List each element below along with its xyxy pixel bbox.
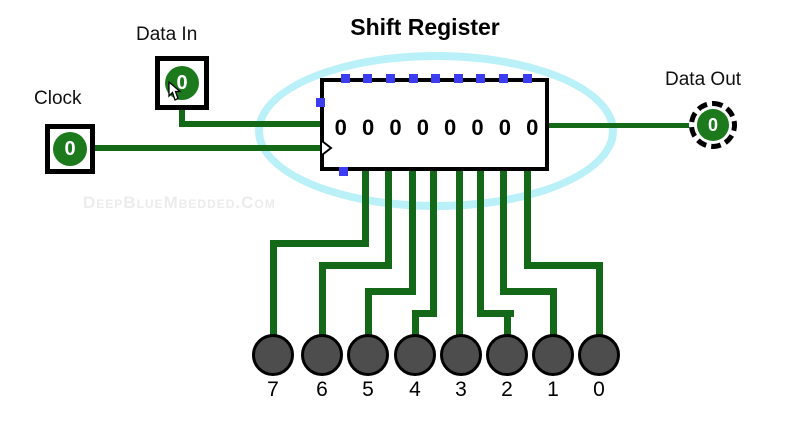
pin-marker bbox=[341, 74, 350, 83]
pin-marker bbox=[499, 74, 508, 83]
wire-bit1-v1 bbox=[500, 168, 507, 295]
pin-marker bbox=[339, 167, 348, 176]
wire-data-out bbox=[547, 123, 691, 128]
wire-bit4-v1 bbox=[430, 168, 437, 317]
wire-bit7-v1 bbox=[362, 168, 369, 247]
pin-marker bbox=[523, 74, 532, 83]
clock-label: Clock bbox=[34, 88, 82, 109]
wire-bit0-v2 bbox=[596, 262, 603, 338]
wire-bit4-h bbox=[412, 310, 437, 317]
wire-bit6-h bbox=[319, 262, 392, 269]
led-label-7: 7 bbox=[267, 378, 279, 401]
wire-bit6-v2 bbox=[319, 262, 326, 338]
led-label-0: 0 bbox=[593, 378, 605, 401]
wire-data-in-horizontal bbox=[179, 121, 324, 127]
wire-data-in-vertical bbox=[179, 105, 185, 127]
data-out-value: 0 bbox=[697, 109, 729, 141]
pin-marker bbox=[454, 74, 463, 83]
led-label-5: 5 bbox=[362, 378, 374, 401]
watermark: DeepBlueMbedded.Com bbox=[83, 193, 276, 212]
led-bit4 bbox=[394, 334, 436, 376]
wire-bit6-v1 bbox=[385, 168, 392, 269]
wire-bit2-h bbox=[477, 310, 514, 317]
wire-bit5-h bbox=[365, 288, 416, 295]
led-bit1 bbox=[532, 334, 574, 376]
led-label-1: 1 bbox=[547, 378, 559, 401]
led-label-3: 3 bbox=[455, 378, 467, 401]
led-bit5 bbox=[347, 334, 389, 376]
hand-cursor-icon bbox=[168, 81, 182, 101]
data-in-label: Data In bbox=[136, 24, 198, 45]
wire-bit7-h bbox=[270, 240, 369, 247]
data-in-toggle[interactable]: 0 bbox=[155, 56, 209, 110]
led-bit3 bbox=[440, 334, 482, 376]
register-bits: 0 0 0 0 0 0 0 0 bbox=[334, 115, 541, 140]
wire-bit5-v1 bbox=[409, 168, 416, 295]
led-bit6 bbox=[301, 334, 343, 376]
clock-value: 0 bbox=[53, 132, 87, 166]
led-bit0 bbox=[578, 334, 620, 376]
data-out-indicator: 0 bbox=[689, 101, 737, 149]
diagram-title: Shift Register bbox=[350, 14, 500, 40]
led-label-6: 6 bbox=[316, 378, 328, 401]
wire-bit5-v2 bbox=[365, 288, 372, 338]
led-label-4: 4 bbox=[409, 378, 421, 401]
pin-marker bbox=[316, 98, 325, 107]
wire-bit0-h bbox=[524, 262, 603, 269]
wire-clock bbox=[91, 145, 324, 151]
pin-marker bbox=[431, 74, 440, 83]
data-out-label: Data Out bbox=[665, 69, 742, 90]
wire-bit2-v2 bbox=[504, 310, 511, 338]
clock-triangle-icon bbox=[321, 140, 333, 156]
wire-bit4-v2 bbox=[412, 310, 419, 338]
wire-bit2-v1 bbox=[477, 168, 484, 317]
wire-bit3-v bbox=[456, 168, 463, 338]
pin-marker bbox=[386, 74, 395, 83]
pin-marker bbox=[409, 74, 418, 83]
pin-marker bbox=[363, 74, 372, 83]
pin-marker bbox=[476, 74, 485, 83]
led-bit7 bbox=[252, 334, 294, 376]
wire-bit1-h bbox=[500, 288, 557, 295]
clock-toggle[interactable]: 0 bbox=[45, 124, 95, 174]
led-bit2 bbox=[486, 334, 528, 376]
wire-bit7-v2 bbox=[270, 240, 277, 338]
wire-bit0-v1 bbox=[524, 168, 531, 269]
led-label-2: 2 bbox=[501, 378, 513, 401]
wire-bit1-v2 bbox=[550, 288, 557, 338]
